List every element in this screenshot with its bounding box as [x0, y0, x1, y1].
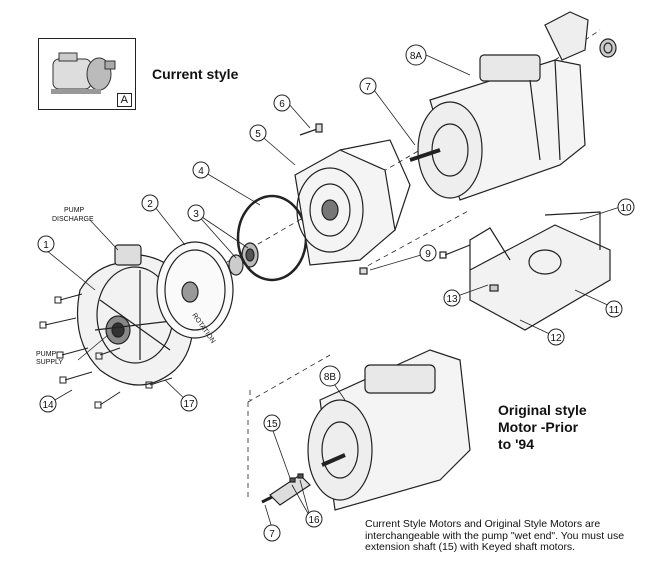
original-style-heading-line1: Original style	[498, 402, 587, 418]
callout-8b-text: 8B	[324, 372, 337, 383]
callout-5-text: 5	[255, 129, 261, 140]
motor-base	[469, 211, 611, 331]
pump-discharge-label-1: PUMP	[64, 207, 85, 214]
callout-16-text: 16	[308, 515, 320, 526]
callout-17	[180, 394, 198, 412]
callout-13-text: 13	[446, 294, 458, 305]
callout-14-text: 14	[42, 400, 54, 411]
callout-1	[37, 235, 55, 253]
callout-7b-text: 7	[269, 529, 275, 540]
callout-12-text: 12	[550, 333, 562, 344]
callout-11	[605, 300, 623, 318]
shaft-seal	[228, 242, 259, 276]
current-style-heading: Current style	[152, 66, 239, 82]
callout-12	[547, 328, 565, 346]
extension-shaft	[261, 473, 311, 506]
motor-8b	[307, 349, 471, 511]
callout-7b	[263, 524, 281, 542]
callout-3-text: 3	[193, 209, 199, 220]
callout-4-text: 4	[198, 166, 204, 177]
motor-cover	[544, 11, 617, 61]
o-ring	[236, 194, 308, 282]
impeller	[156, 241, 234, 339]
original-style-heading-line3: to '94	[498, 436, 535, 452]
motor-8a	[409, 54, 586, 201]
callout-9	[419, 244, 437, 262]
callout-9-text: 9	[425, 249, 431, 260]
callout-15-text: 15	[266, 419, 278, 430]
thumbnail-pump-icon	[51, 52, 116, 94]
callout-1-text: 1	[43, 240, 49, 251]
callout-17-text: 17	[183, 399, 195, 410]
callout-16	[305, 510, 323, 528]
current-style-thumbnail: A	[38, 38, 136, 110]
callout-5	[249, 124, 267, 142]
callout-7	[359, 77, 377, 95]
callout-8b	[319, 365, 341, 387]
original-style-heading-line2: Motor -Prior	[498, 419, 579, 435]
pump-supply-label-2: SUPPLY	[36, 359, 63, 366]
callout-3	[187, 204, 205, 222]
pump-discharge-label-2: DISCHARGE	[52, 216, 94, 223]
interchangeability-note: Current Style Motors and Original Style …	[365, 518, 625, 553]
callout-6-text: 6	[279, 99, 285, 110]
callout-2	[141, 194, 159, 212]
callout-10-text: 10	[620, 203, 632, 214]
base-bolt	[439, 244, 471, 259]
thumbnail-label: A	[116, 93, 132, 107]
callout-10	[617, 198, 635, 216]
callout-15	[263, 414, 281, 432]
seal-plate	[294, 139, 411, 266]
housing-bolts	[39, 293, 173, 409]
bolt-6	[299, 123, 323, 136]
callout-11-text: 11	[609, 305, 620, 316]
callout-13	[443, 289, 461, 307]
pump-supply-label-1: PUMP	[36, 351, 57, 358]
callout-2-text: 2	[147, 199, 153, 210]
callout-4	[192, 161, 210, 179]
bolt-9	[359, 267, 368, 275]
callout-6	[273, 94, 291, 112]
callout-7-text: 7	[365, 82, 371, 93]
callout-8a	[405, 44, 427, 66]
callout-14	[39, 395, 57, 413]
callout-8a-text: 8A	[410, 51, 423, 62]
